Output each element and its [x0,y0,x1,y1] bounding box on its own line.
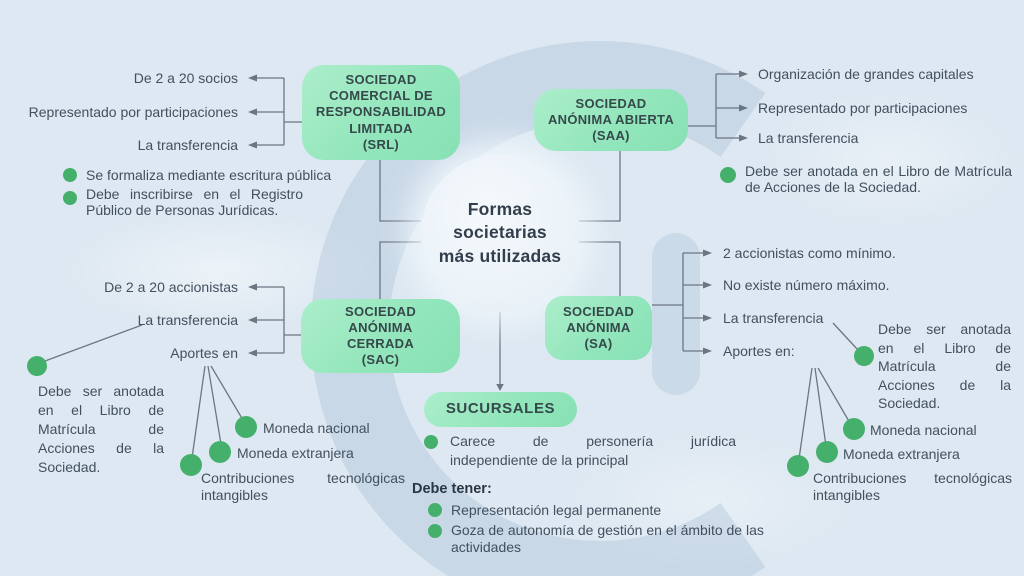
sucursales-item-goza: Goza de autonomía de gestión en el ámbit… [428,522,774,556]
bullet-dot-icon [428,524,442,538]
sucursales-box-title: SUCURSALES [445,400,556,418]
bullet-dot-icon [424,435,438,449]
sa-moneda-extranjera-dot [816,441,838,463]
sucursales-goza-line2: actividades [451,539,522,555]
sa-items-bracket [652,252,705,352]
sa-item-maximo: No existe número máximo. [723,277,890,293]
sac-contribuciones: Contribuciones tecnológicas intangibles [201,470,405,504]
sac-anotada-line: Debe ser anotada [38,383,164,399]
srl-note-escritura: Se formaliza mediante escritura pública [63,167,338,183]
srl-note-registro-line2: Público de Personas Jurídicas. [86,202,279,219]
bullet-dot-icon [63,168,77,182]
saa-item-organizacion: Organización de grandes capitales [758,66,974,82]
sucursales-carece-line1: Carece de personería jurídica [450,433,736,449]
srl-note-escritura-text: Se formaliza mediante escritura pública [86,167,332,183]
srl-to-center-connector [379,160,421,222]
sa-aportes-fan [798,367,851,460]
sac-anotada-line: Sociedad. [38,459,101,475]
sac-to-center-connector [379,241,421,299]
saa-to-center-connector [579,151,621,222]
sac-box-title: SOCIEDAD ANÓNIMA CERRADA (SAC) [344,303,417,368]
central-topic: Formas societarias más utilizadas [421,154,579,312]
sa-contribuciones-dot [787,455,809,477]
sucursales-box: SUCURSALES [424,392,577,427]
sa-anotada-block: Debe ser anotada en el Libro de Matrícul… [878,320,1011,413]
srl-box: SOCIEDAD COMERCIAL DE RESPONSABILIDAD LI… [302,65,460,160]
srl-note-registro: Debe inscribirse en el Registro Público … [63,186,303,218]
sa-moneda-nacional-dot [843,418,865,440]
sucursales-representacion-text: Representación legal permanente [451,502,662,518]
leader-dots [27,346,874,477]
saa-note-line1: Debe ser anotada en el Libro de Matrícul… [745,163,1012,179]
sa-moneda-nacional: Moneda nacional [870,422,977,438]
sac-anotada-block: Debe ser anotada en el Libro de Matrícul… [38,382,164,477]
sa-contribuciones-line2: intangibles [813,487,880,503]
sac-moneda-nacional: Moneda nacional [263,420,370,436]
sac-anotada-line: Matrícula de [38,421,164,437]
sac-item-transferencia: La transferencia [137,312,238,328]
bullet-dot-icon [63,191,77,205]
sa-anotada-dot [854,346,874,366]
sa-contribuciones: Contribuciones tecnológicas intangibles [813,470,1012,504]
sa-box: SOCIEDAD ANÓNIMA (SA) [545,296,652,360]
sac-moneda-extranjera: Moneda extranjera [237,445,354,461]
sa-contribuciones-line1: Contribuciones tecnológicas [813,470,1012,486]
sucursales-carece-line2: independiente de la principal [450,452,629,468]
sa-item-minimo: 2 accionistas como mínimo. [723,245,896,261]
sac-contribuciones-line2: intangibles [201,487,268,503]
srl-item-socios: De 2 a 20 socios [133,70,238,86]
debe-tener-heading: Debe tener: [412,481,492,497]
srl-items-bracket [255,77,302,146]
sac-anotada-dot [27,356,47,376]
bullet-dot-icon [428,503,442,517]
saa-note-line2: de Acciones de la Sociedad. [745,179,921,196]
sac-contribuciones-dot [180,454,202,476]
sa-transferencia-leader [832,322,859,351]
sac-moneda-nacional-dot [235,416,257,438]
saa-item-transferencia: La transferencia [758,130,859,146]
sa-anotada-line: Debe ser anotada [878,321,1011,337]
sa-anotada-line: en el Libro de [878,339,1011,356]
sac-moneda-extranjera-dot [209,441,231,463]
srl-box-title: SOCIEDAD COMERCIAL DE RESPONSABILIDAD LI… [315,71,447,152]
sac-item-accionistas: De 2 a 20 accionistas [104,279,238,295]
srl-item-transferencia: La transferencia [137,137,238,153]
saa-items-bracket [688,73,741,139]
sac-transferencia-leader [44,324,143,362]
saa-item-participaciones: Representado por participaciones [758,100,968,116]
sac-contribuciones-line1: Contribuciones tecnológicas [201,470,405,486]
sa-item-transferencia: La transferencia [723,310,824,326]
sac-anotada-line: en el Libro de [38,402,164,418]
saa-box-title: SOCIEDAD ANÓNIMA ABIERTA (SAA) [547,95,675,144]
sa-anotada-line: Matrícula de [878,358,1011,374]
sac-box: SOCIEDAD ANÓNIMA CERRADA (SAC) [301,299,460,373]
sa-anotada-line: Sociedad. [878,395,941,411]
srl-item-participaciones: Representado por participaciones [28,104,238,120]
sa-moneda-extranjera: Moneda extranjera [843,446,960,462]
sac-aportes-fan [191,365,244,459]
sucursales-item-representacion: Representación legal permanente [428,502,768,518]
arrowheads [248,70,748,391]
sucursales-note-carece: Carece de personería jurídica independie… [424,432,736,470]
srl-note-registro-line1: Debe inscribirse en el Registro [86,186,303,202]
saa-note-anotada: Debe ser anotada en el Libro de Matrícul… [720,163,1012,195]
saa-box: SOCIEDAD ANÓNIMA ABIERTA (SAA) [534,89,688,151]
sa-anotada-line: Acciones de la [878,376,1011,393]
sac-items-bracket [255,286,301,354]
sac-item-aportes: Aportes en [170,345,238,361]
central-topic-title: Formas societarias más utilizadas [438,199,562,266]
sa-to-center-connector [579,241,621,296]
sucursales-goza-line1: Goza de autonomía de gestión en el ámbit… [451,522,764,538]
connector-lines [44,73,859,460]
sa-box-title: SOCIEDAD ANÓNIMA (SA) [562,303,635,352]
sac-anotada-line: Acciones de la [38,440,164,456]
sa-item-aportes: Aportes en: [723,343,795,359]
bullet-dot-icon [720,167,736,183]
